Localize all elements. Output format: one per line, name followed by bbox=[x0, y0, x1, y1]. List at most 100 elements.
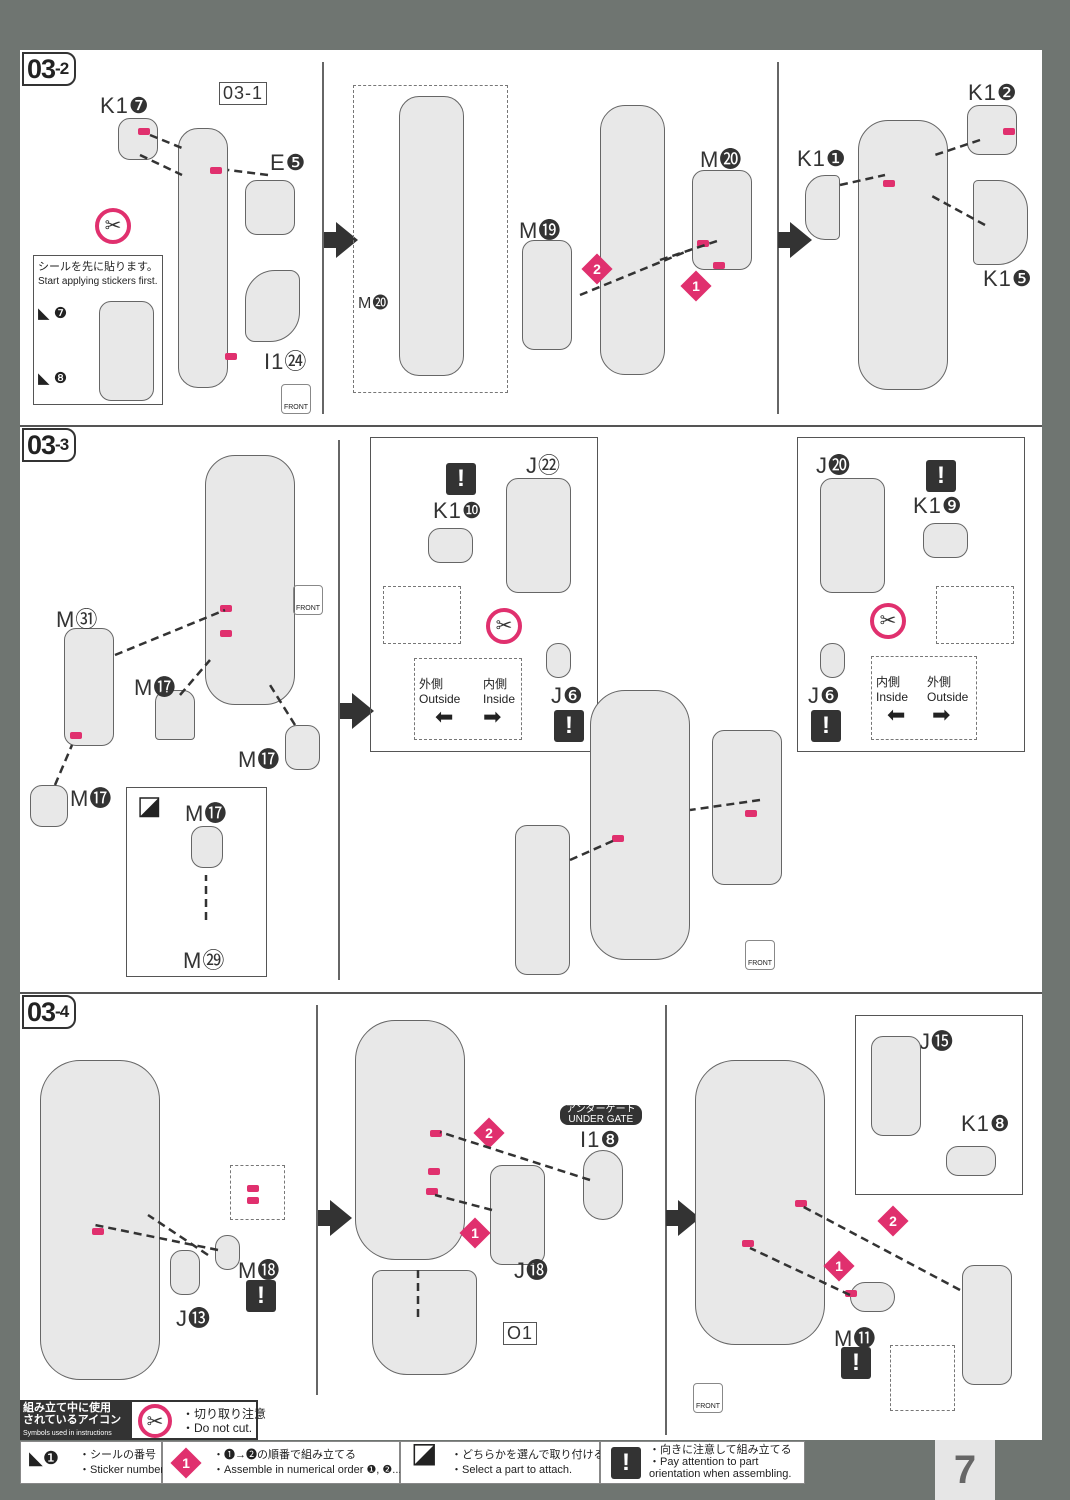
step-number: 03 bbox=[27, 54, 56, 84]
detail-inset bbox=[890, 1345, 955, 1411]
legend-order: 1・❶→❷の順番で組み立てる・Assemble in numerical ord… bbox=[162, 1441, 401, 1484]
orientation-warning-icon: ! bbox=[811, 710, 841, 742]
part-label: J㉒ bbox=[526, 453, 562, 478]
outside-inside-guide: 外側 Outside 内側 Inside ⬅ ➡ bbox=[414, 658, 522, 740]
divider bbox=[322, 62, 324, 414]
divider bbox=[665, 1005, 667, 1435]
next-arrow-icon bbox=[318, 1200, 352, 1236]
detail-box-right: J⓴ ! K1❾ ✂ J❻ ! 内側 Inside 外側 Outside ⬅ ➡ bbox=[797, 437, 1025, 752]
part-i1-8 bbox=[583, 1150, 623, 1220]
part-label: O1 bbox=[503, 1322, 538, 1345]
legend-title-jp: されているアイコン bbox=[23, 1414, 122, 1426]
next-arrow-icon bbox=[666, 1200, 700, 1236]
part-m17 bbox=[285, 725, 320, 770]
detail-inset bbox=[936, 586, 1014, 644]
sticker-8: ◣ ❽ bbox=[38, 370, 68, 387]
right-arrow-icon: ➡ bbox=[932, 702, 951, 727]
part-label: M⓱ bbox=[238, 747, 281, 772]
leg-assembly bbox=[858, 120, 948, 390]
next-arrow-icon bbox=[778, 222, 812, 258]
detail-inset bbox=[230, 1165, 285, 1220]
select-part-icon: ◪ bbox=[411, 1437, 438, 1468]
sticker-number: ❽ bbox=[53, 370, 68, 387]
page-number: 7 bbox=[935, 1440, 995, 1500]
do-not-cut-icon: ✂ bbox=[95, 208, 131, 244]
step-number: 03 bbox=[27, 997, 56, 1027]
order-icon: 1 bbox=[170, 1447, 202, 1479]
part-label: J⓴ bbox=[816, 453, 852, 478]
note-en: Start applying stickers first. bbox=[38, 276, 158, 287]
detail-box-left: ! J㉒ K1❿ ✂ J❻ ! 外側 Outside 内側 Inside ⬅ ➡ bbox=[370, 437, 598, 752]
step-03-4-label: 03-4 bbox=[22, 995, 77, 1029]
part-j22 bbox=[515, 825, 570, 975]
sticker-icon: ◣❶ bbox=[29, 1448, 59, 1468]
part-k1-10 bbox=[428, 528, 473, 563]
part-j18 bbox=[490, 1165, 545, 1265]
part-m18 bbox=[215, 1235, 240, 1270]
part-j22 bbox=[506, 478, 571, 593]
selection-box: ◪ M⓱ M㉙ bbox=[126, 787, 267, 977]
detail-box: J⓯ K1❽ bbox=[855, 1015, 1023, 1195]
part-j20 bbox=[712, 730, 782, 885]
part-label: M㉛ bbox=[56, 607, 99, 632]
part-k1-9 bbox=[923, 523, 968, 558]
inside-jp: 内側 bbox=[483, 677, 508, 691]
legend-nocut: ✂ ・切り取り注意 ・Do not cut. bbox=[130, 1400, 266, 1440]
sticker-7: ◣ ❼ bbox=[38, 305, 68, 322]
part-k1-8 bbox=[946, 1146, 996, 1176]
divider bbox=[777, 62, 779, 414]
step-sub: -3 bbox=[55, 435, 69, 454]
divider bbox=[20, 992, 1042, 994]
part-label: M⓴ bbox=[358, 295, 390, 312]
sticker-number: ❼ bbox=[53, 305, 68, 322]
part-label: M⓴ bbox=[700, 147, 743, 172]
part-label: I1❽ bbox=[580, 1127, 622, 1152]
legend-text-en: ・Pay attention to part orientation when … bbox=[649, 1456, 792, 1480]
part-label: M㉙ bbox=[183, 948, 226, 973]
front-icon: FRONT bbox=[281, 384, 311, 414]
part-m17 bbox=[30, 785, 68, 827]
legend-text: ・シールの番号 bbox=[79, 1449, 156, 1461]
inside-jp: 内側 bbox=[876, 675, 901, 689]
part-label: J❻ bbox=[808, 683, 841, 708]
part-label: J⓭ bbox=[176, 1306, 212, 1331]
do-not-cut-icon: ✂ bbox=[870, 603, 906, 639]
leg-assembly bbox=[40, 1060, 160, 1380]
part-label: K1❶ bbox=[797, 146, 847, 171]
front-text: FRONT bbox=[295, 605, 321, 612]
step-sub: -4 bbox=[55, 1002, 69, 1021]
part-label: K1❾ bbox=[913, 493, 963, 518]
under-gate-jp: アンダーゲート bbox=[566, 1104, 636, 1115]
outside-en: Outside bbox=[419, 692, 461, 706]
front-text: FRONT bbox=[747, 960, 773, 967]
legend-text: ・切り取り注意 bbox=[182, 1407, 267, 1421]
do-not-cut-icon: ✂ bbox=[486, 608, 522, 644]
step-03-2-label: 03-2 bbox=[22, 52, 77, 86]
left-arrow-icon: ⬅ bbox=[887, 702, 906, 727]
part-label: J⓲ bbox=[514, 1258, 550, 1283]
note-jp: シールを先に貼ります。 bbox=[38, 261, 158, 273]
part-k1-2 bbox=[967, 105, 1017, 155]
part-j15-assembled bbox=[962, 1265, 1012, 1385]
part-m20 bbox=[692, 170, 752, 270]
part-j20 bbox=[820, 478, 885, 593]
front-icon: FRONT bbox=[693, 1383, 723, 1413]
next-arrow-icon bbox=[324, 222, 358, 258]
leg-assembly bbox=[205, 455, 295, 705]
under-gate-en: UNDER GATE bbox=[568, 1114, 634, 1125]
part-label: M⓱ bbox=[70, 786, 113, 811]
detail-box bbox=[353, 85, 508, 393]
leg-assembly bbox=[590, 690, 690, 960]
divider bbox=[20, 425, 1042, 427]
front-icon: FRONT bbox=[293, 585, 323, 615]
legend-text: ・どちらかを選んで取り付ける bbox=[451, 1449, 605, 1461]
step-03-3-label: 03-3 bbox=[22, 428, 77, 462]
part-label: M⓫ bbox=[834, 1326, 877, 1351]
front-text: FRONT bbox=[283, 404, 309, 411]
part-i1-24 bbox=[245, 270, 300, 342]
orientation-warning-icon: ! bbox=[446, 463, 476, 495]
part-label: E❺ bbox=[270, 150, 307, 175]
front-text: FRONT bbox=[695, 1403, 721, 1410]
